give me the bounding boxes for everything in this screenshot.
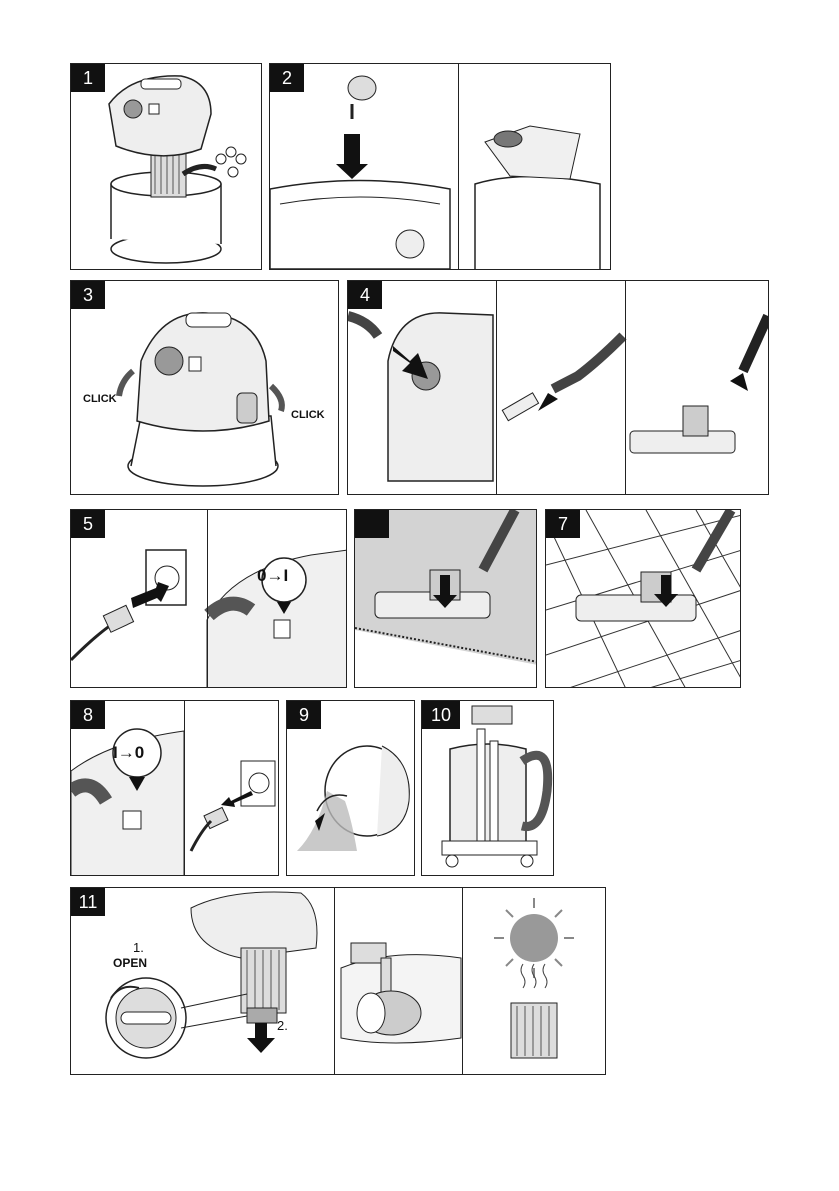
step-11-panel: 11 1. OPEN 2.	[70, 887, 606, 1075]
step-8-panel: 8 I→0	[70, 700, 279, 876]
step-number: 1	[71, 64, 105, 92]
step-1-panel: 1	[70, 63, 262, 270]
step-number	[355, 510, 389, 538]
step-1-label: 1.	[133, 940, 144, 955]
panel-divider	[462, 888, 463, 1074]
step-number: 5	[71, 510, 105, 538]
panel-divider	[334, 888, 335, 1074]
filter-removal-cleaning-and-drying-illustration	[71, 888, 606, 1075]
step-number: 11	[71, 888, 105, 916]
step-10-panel: 10	[421, 700, 554, 876]
step-number: 10	[422, 701, 460, 729]
step-number: 4	[348, 281, 382, 309]
step-number: 8	[71, 701, 105, 729]
click-label-right: CLICK	[291, 409, 325, 421]
panel-divider	[625, 281, 626, 494]
panel-divider	[496, 281, 497, 494]
caster-and-filter-bag-illustration	[270, 64, 611, 270]
step-3-panel: 3 CLICK CLICK	[70, 280, 339, 495]
click-label-left: CLICK	[83, 393, 117, 405]
step-7-panel: 7	[545, 509, 741, 688]
step-number: 2	[270, 64, 304, 92]
switch-on-label: 0→I	[257, 566, 288, 586]
plug-in-and-switch-on-illustration	[71, 510, 347, 688]
open-label: OPEN	[113, 956, 147, 970]
panel-divider	[207, 510, 208, 687]
step-number: 9	[287, 701, 321, 729]
step-number: 3	[71, 281, 105, 309]
vacuum-head-removal-illustration	[71, 64, 262, 270]
hose-and-floor-nozzle-attach-illustration	[348, 281, 769, 495]
step-2-panel: 2	[269, 63, 611, 270]
head-attach-illustration	[71, 281, 339, 495]
step-9-panel: 9	[286, 700, 415, 876]
step-2-label: 2.	[277, 1018, 288, 1033]
switch-off-label: I→0	[113, 743, 144, 763]
step-number: 7	[546, 510, 580, 538]
step-6-panel	[354, 509, 537, 688]
step-5-panel: 5 0→I	[70, 509, 347, 688]
panel-divider	[458, 64, 459, 269]
panel-divider	[184, 701, 185, 875]
step-4-panel: 4	[347, 280, 769, 495]
